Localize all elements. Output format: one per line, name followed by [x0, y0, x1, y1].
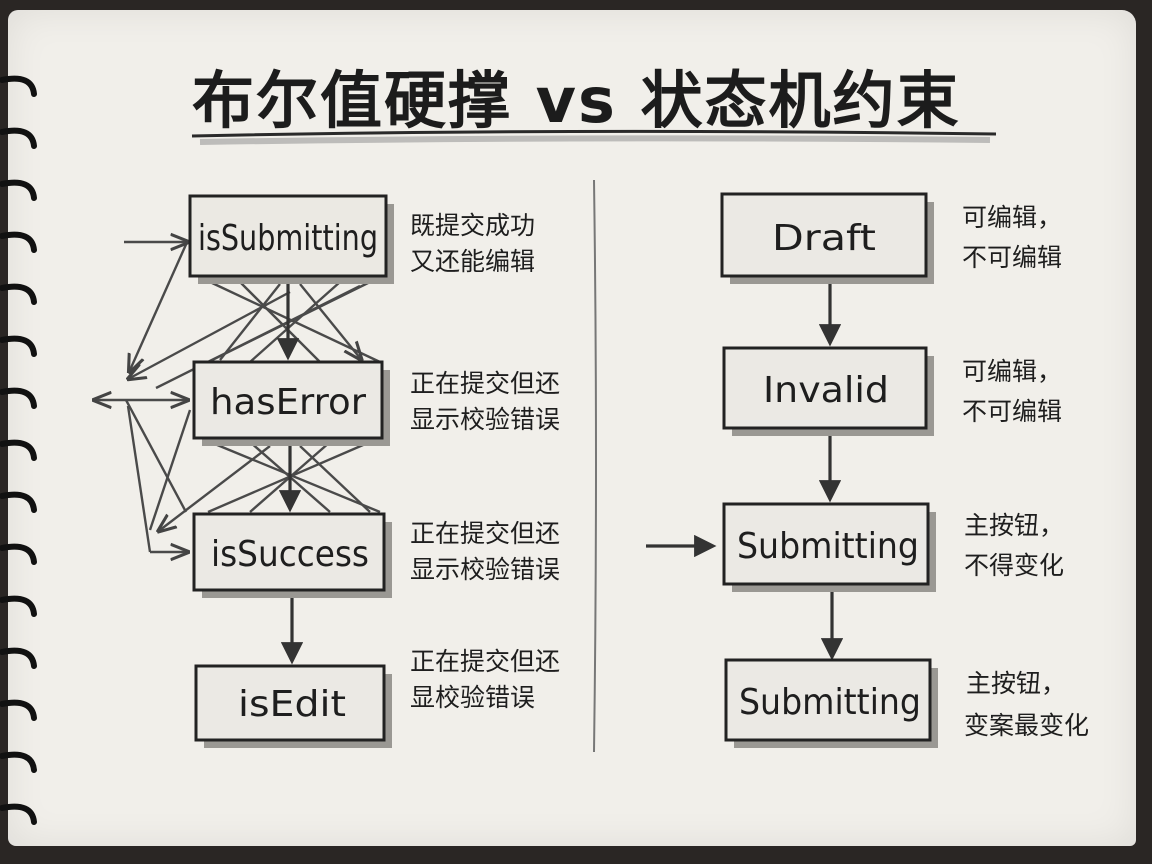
right-arrows [646, 282, 844, 661]
node-label: Submitting [737, 526, 919, 567]
left-node-isSuccess: isSuccess [192, 512, 392, 598]
note-line: 显示校验错误 [410, 405, 560, 434]
left-tangled-edges [96, 240, 381, 552]
note-line: 不可编辑 [962, 397, 1062, 426]
note-line: 主按钮， [966, 669, 1066, 698]
left-node-hasError: hasError [192, 360, 390, 446]
note-line: 不可编辑 [962, 243, 1062, 272]
title-underline [191, 129, 997, 138]
node-label: isSuccess [211, 534, 369, 575]
right-node-submitting-1: Submitting [722, 502, 936, 592]
right-note-submitting-1: 主按钮， 不得变化 [964, 511, 1064, 580]
node-label: isEdit [238, 684, 346, 725]
node-label: Invalid [763, 370, 889, 411]
note-line: 不得变化 [964, 551, 1064, 580]
note-line: 正在提交但还 [410, 369, 560, 398]
right-node-submitting-2: Submitting [724, 658, 938, 748]
note-line: 可编辑， [962, 357, 1062, 386]
right-node-invalid: Invalid [722, 346, 934, 436]
left-node-isEdit: isEdit [194, 664, 392, 748]
note-line: 可编辑， [962, 203, 1062, 232]
note-line: 又还能编辑 [410, 247, 535, 276]
title-underline-shadow [199, 135, 991, 145]
left-note-isSuccess: 正在提交但还 显示校验错误 [410, 519, 560, 584]
note-line: 显校验错误 [410, 683, 535, 712]
node-label: hasError [210, 382, 366, 423]
note-line: 正在提交但还 [410, 519, 560, 548]
right-note-draft: 可编辑， 不可编辑 [962, 203, 1062, 272]
page-title: 布尔值硬撑 vs 状态机约束 [192, 64, 961, 137]
node-label: Draft [772, 218, 876, 259]
node-label: isSubmitting [198, 218, 378, 259]
column-divider [593, 179, 597, 753]
node-label: Submitting [739, 682, 921, 723]
left-note-isEdit: 正在提交但还 显校验错误 [410, 647, 560, 712]
left-note-hasError: 正在提交但还 显示校验错误 [410, 369, 560, 434]
note-line: 主按钮， [964, 511, 1064, 540]
left-main-arrows [276, 282, 304, 665]
note-line: 变案最变化 [964, 711, 1089, 740]
note-line: 显示校验错误 [410, 555, 560, 584]
right-note-invalid: 可编辑， 不可编辑 [962, 357, 1062, 426]
note-line: 正在提交但还 [410, 647, 560, 676]
left-note-isSubmitting: 既提交成功 又还能编辑 [410, 211, 535, 276]
note-line: 既提交成功 [410, 211, 535, 240]
right-note-submitting-2: 主按钮， 变案最变化 [964, 669, 1089, 740]
left-node-isSubmitting: isSubmitting [188, 194, 394, 284]
right-node-draft: Draft [720, 192, 934, 284]
spiral-binding [0, 75, 37, 825]
